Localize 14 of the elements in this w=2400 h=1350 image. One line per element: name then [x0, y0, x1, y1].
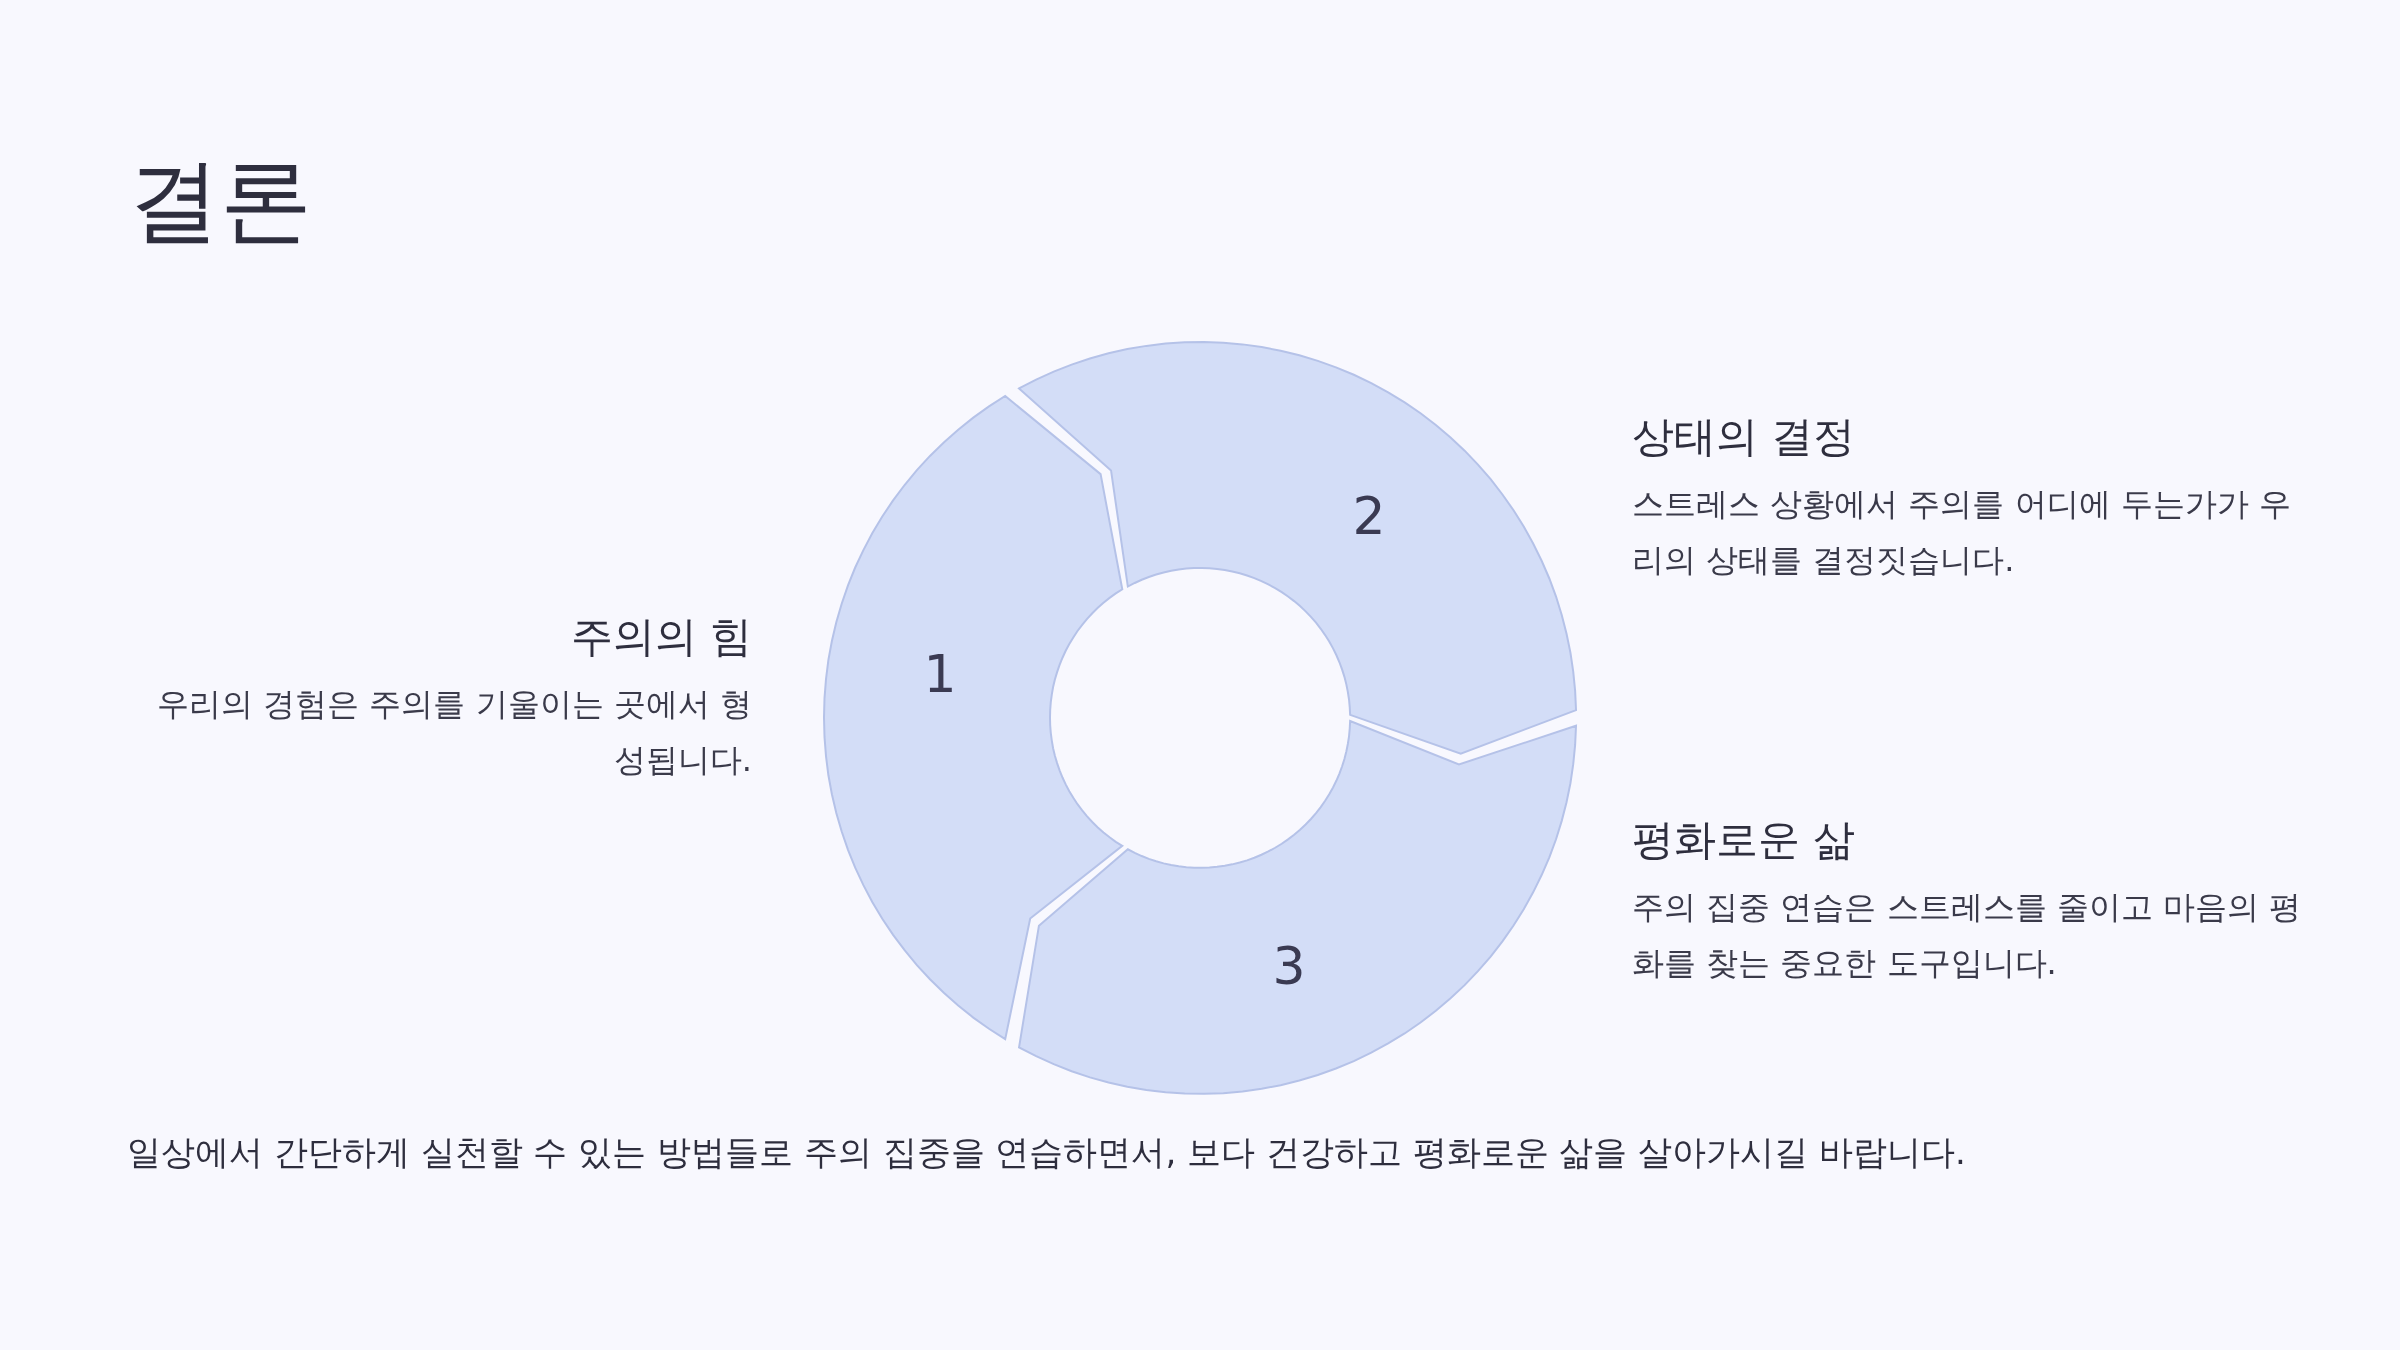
closing-note: 일상에서 간단하게 실천할 수 있는 방법들로 주의 집중을 연습하면서, 보다 건강하고 평화로운 삶을 살아가시길 바랍니다.	[127, 1131, 1966, 1174]
step-description: 우리의 경험은 주의를 기울이는 곳에서 형성됩니다.	[156, 684, 752, 782]
step-number: 1	[923, 648, 957, 700]
step-heading: 상태의 결정	[1632, 412, 1857, 463]
step-number: 2	[1352, 490, 1386, 542]
slide-title: 결론	[128, 150, 312, 252]
cycle-arrow-segment	[1016, 719, 1578, 1096]
step-heading: 평화로운 삶	[1632, 815, 1857, 866]
cycle-arrow-segment	[1016, 340, 1578, 756]
cycle-arrow-segment	[822, 394, 1125, 1042]
step-number: 3	[1272, 940, 1306, 992]
step-description: 스트레스 상황에서 주의를 어디에 두는가가 우리의 상태를 결정짓습니다.	[1632, 484, 2292, 582]
step-heading: 주의의 힘	[569, 612, 752, 663]
step-description: 주의 집중 연습은 스트레스를 줄이고 마음의 평화를 찾는 중요한 도구입니다.	[1632, 887, 2303, 985]
